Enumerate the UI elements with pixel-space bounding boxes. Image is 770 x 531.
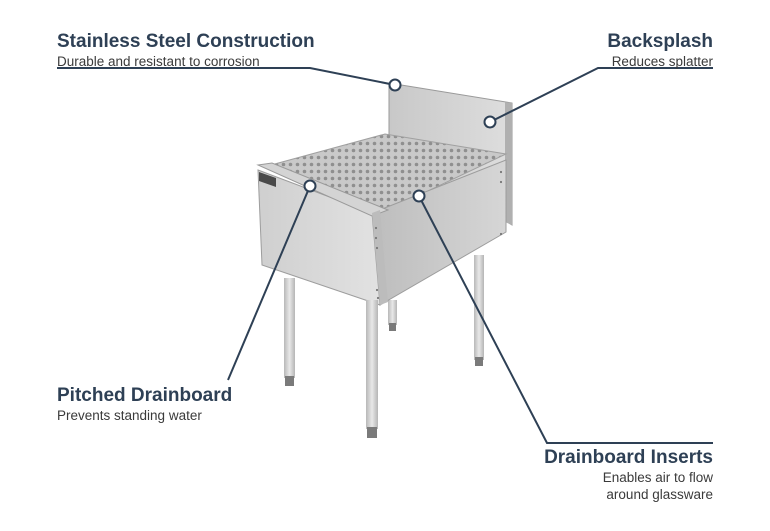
brand-plate-shape — [259, 172, 276, 187]
callout-description: Durable and resistant to corrosion — [57, 54, 260, 69]
pitched-marker — [303, 179, 317, 193]
inserts-marker — [412, 189, 426, 203]
steel-leader — [57, 67, 396, 86]
inserts-leader — [418, 195, 713, 444]
callout-description-line2: around glassware — [606, 487, 713, 502]
callout-backsplash: Backsplash Reduces splatter — [607, 31, 713, 70]
front-left-leg — [284, 278, 295, 386]
back-right-leg — [474, 255, 484, 366]
callout-description: Prevents standing water — [57, 408, 202, 423]
callout-drainboard-inserts: Drainboard Inserts Enables air to flow a… — [544, 447, 713, 503]
steel-marker — [388, 78, 402, 92]
callout-stainless-steel: Stainless Steel Construction Durable and… — [57, 31, 315, 70]
pitched-leader — [227, 185, 311, 381]
backsplash-edge — [505, 102, 512, 225]
callout-description: Reduces splatter — [611, 54, 713, 69]
front-right-leg — [366, 300, 378, 438]
callout-title: Pitched Drainboard — [57, 385, 233, 406]
front-rim — [256, 162, 390, 217]
back-leg — [388, 300, 397, 331]
callout-title: Stainless Steel Construction — [57, 31, 315, 52]
leader-lines — [57, 67, 713, 444]
callout-markers — [303, 78, 497, 203]
backsplash-marker — [483, 115, 497, 129]
backsplash-leader — [489, 67, 713, 123]
callout-title: Backsplash — [607, 31, 713, 52]
corner-rivets — [374, 170, 503, 300]
callout-description-line1: Enables air to flow — [602, 470, 713, 485]
callout-pitched-drainboard: Pitched Drainboard Prevents standing wat… — [57, 385, 232, 424]
callout-title: Drainboard Inserts — [544, 447, 713, 468]
corner-edge — [372, 210, 388, 305]
